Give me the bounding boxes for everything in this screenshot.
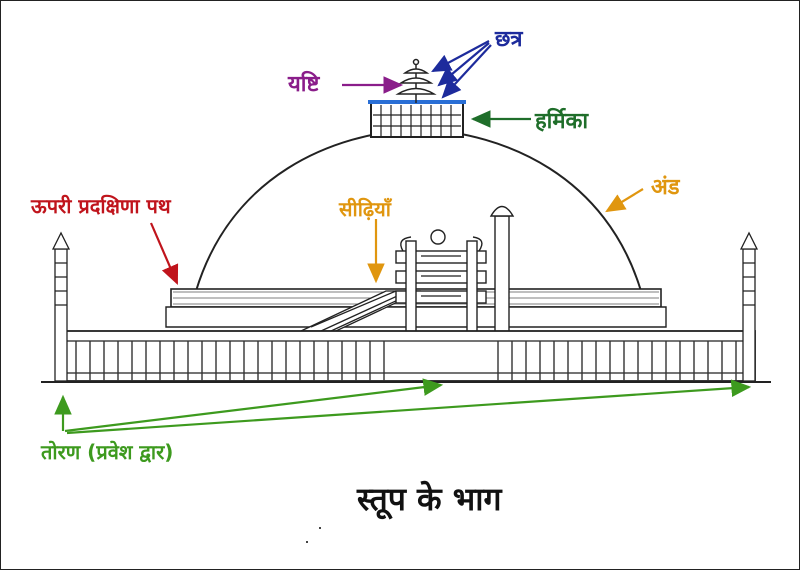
- outer-railing: [62, 330, 756, 382]
- harmika-structure: [368, 100, 466, 138]
- diagram-title: स्तूप के भाग: [357, 480, 502, 518]
- torana-arrows: [54, 378, 752, 435]
- anda-arrow: [605, 188, 644, 213]
- label-yashti: यष्टि: [288, 72, 320, 97]
- anda-dome: [195, 127, 642, 292]
- torana-gate: [395, 229, 487, 377]
- label-stairs: सीढ़ियाँ: [339, 197, 391, 221]
- right-torana: [739, 231, 759, 382]
- left-torana: [51, 231, 71, 382]
- label-anda: अंड: [651, 175, 680, 200]
- chhatra-arrows: [431, 40, 492, 99]
- label-torana: तोरण (प्रवेश द्वार): [41, 440, 174, 464]
- label-upper-path: ऊपरी प्रदक्षिणा पथ: [31, 194, 171, 218]
- label-harmika: हर्मिका: [535, 109, 589, 134]
- upper-path-arrow: [149, 222, 179, 286]
- yashti-chhatra: [395, 58, 437, 103]
- label-chhatra: छत्र: [495, 27, 523, 52]
